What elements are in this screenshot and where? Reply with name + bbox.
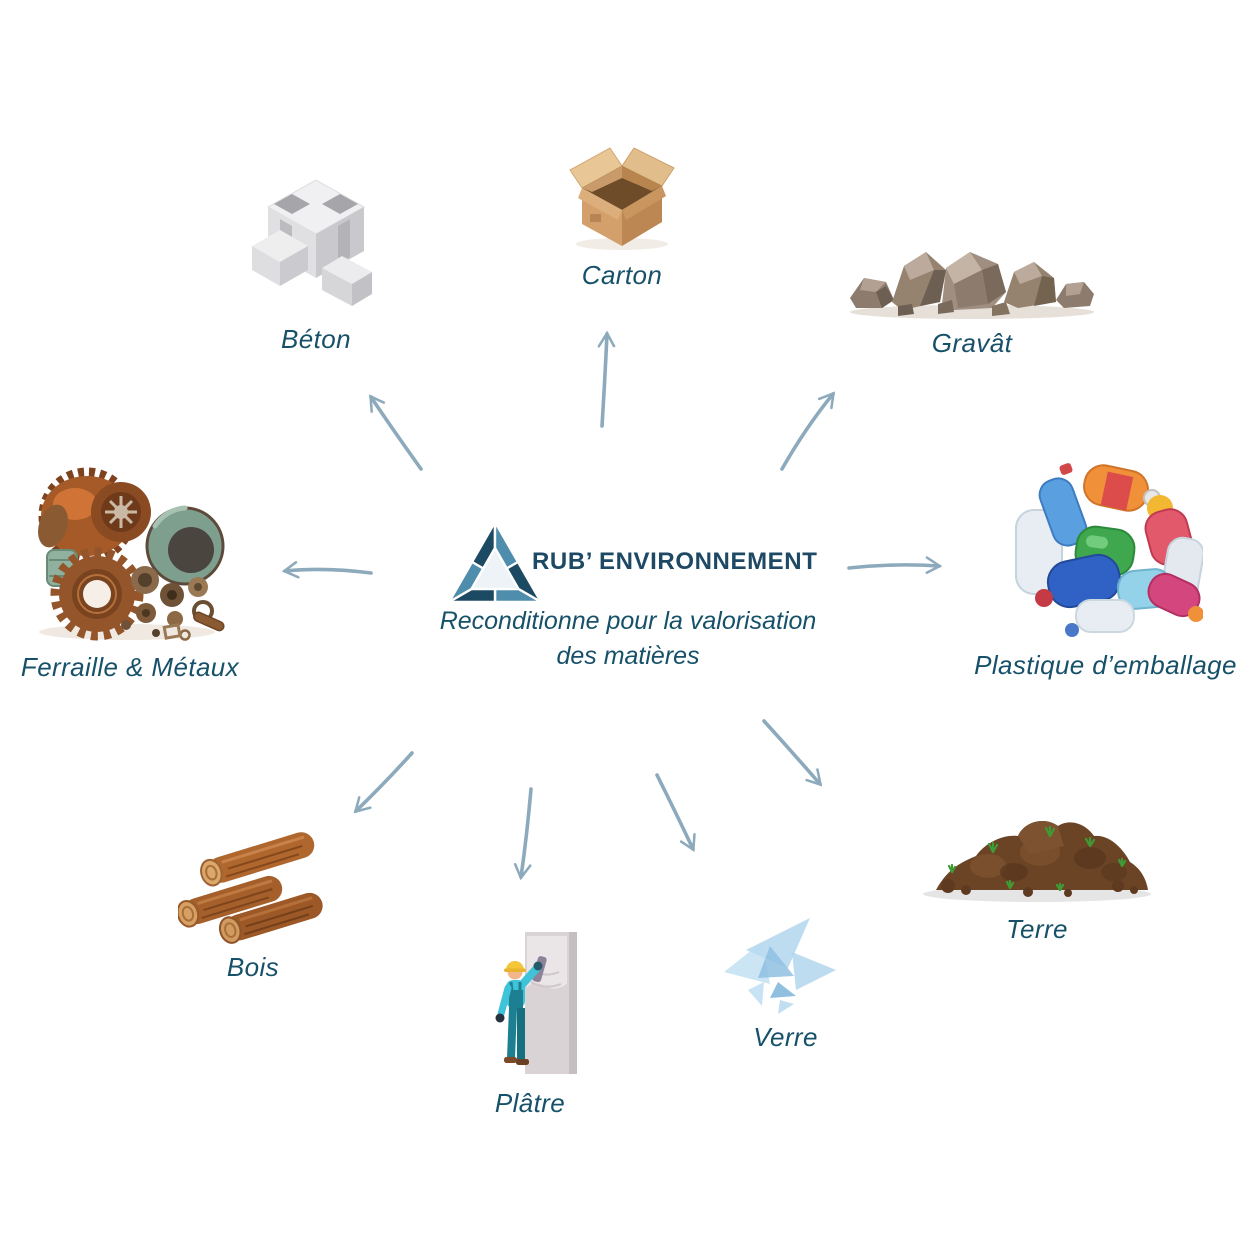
worker-figure [495,956,547,1065]
concrete-block-icon [252,179,372,306]
arrow-to-carton [597,330,616,428]
plasterer-worker-icon [495,932,577,1074]
wood-logs-icon [178,832,323,944]
material-ferraille: Ferraille & Métaux [20,454,240,683]
material-bois: Bois [178,824,328,983]
arrow-to-platre [513,787,533,881]
material-plastique: Plastique d’emballage [974,452,1237,681]
material-terre: Terre [918,806,1156,945]
rubble-rocks-icon [850,252,1094,319]
glass-shards-icon [724,918,836,1014]
material-label-beton: Béton [281,324,351,354]
arrow-to-terre [762,719,823,787]
material-label-gravat: Gravât [931,328,1013,358]
log-top [200,832,315,887]
tagline-line1: Reconditionne pour la valorisation [439,607,817,635]
material-label-terre: Terre [1006,914,1068,944]
plaster-wall [525,932,577,1074]
arrow-to-gravat [780,391,836,471]
material-verre: Verre [718,912,853,1053]
material-platre: Plâtre [470,930,590,1119]
brand-tagline: Reconditionne pour la valorisation des m… [410,604,846,674]
recycling-triangle-icon [447,520,543,604]
material-carton: Carton [556,136,688,291]
plastic-bottles-icon [1015,463,1203,637]
log-left [178,875,283,928]
grass-tufts [947,825,1127,892]
tagline-line2: des matières [556,642,700,670]
soil-pile-icon [923,821,1151,902]
brand-title: RUB’ ENVIRONNEMENT [532,548,818,575]
material-gravat: Gravât [842,226,1102,359]
material-label-bois: Bois [226,952,280,982]
arrow-to-bois [353,751,414,814]
arrow-to-ferraille [281,561,373,579]
material-label-platre: Plâtre [494,1088,566,1118]
arrow-to-plastique [847,556,943,575]
material-label-carton: Carton [581,260,663,290]
material-label-plastique: Plastique d’emballage [974,650,1237,680]
arrow-to-verre [655,773,696,853]
cardboard-box-icon [569,147,675,250]
material-label-verre: Verre [753,1022,818,1052]
material-beton: Béton [246,168,386,355]
scrap-metal-parts-icon [38,467,225,641]
arrow-to-beton [369,394,423,471]
center-hub: RUB’ ENVIRONNEMENT Reconditionne pour la… [410,515,846,685]
log-right [218,892,323,944]
material-label-ferraille: Ferraille & Métaux [20,652,240,682]
